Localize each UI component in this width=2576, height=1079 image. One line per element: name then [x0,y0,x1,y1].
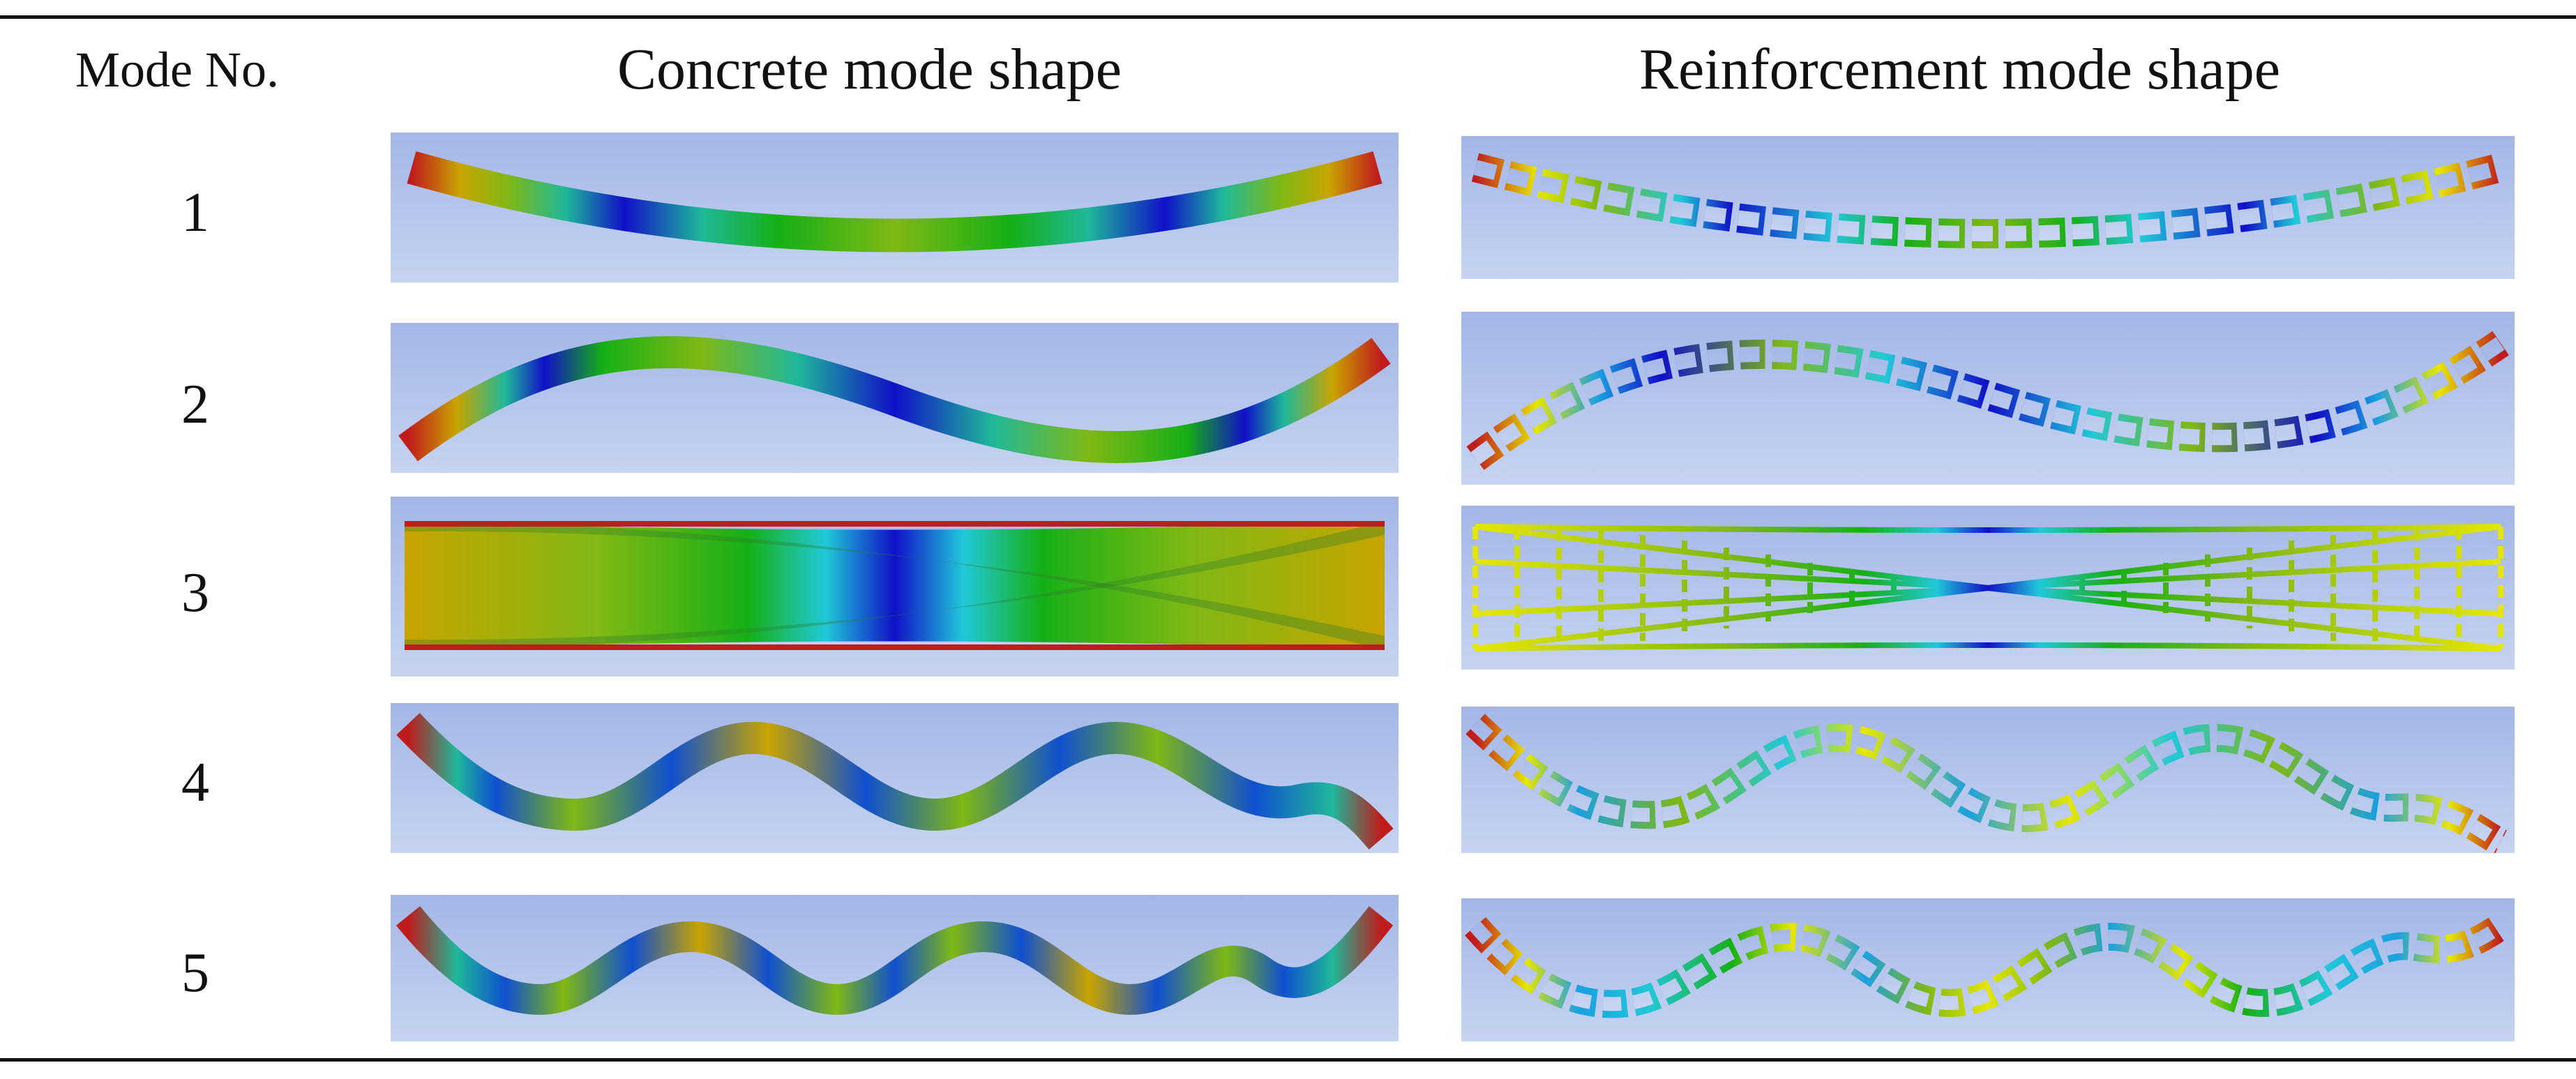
concrete-mode-5-image [391,895,1399,1041]
reinforcement-mode-3-image [1461,506,2515,670]
mode-number: 4 [181,752,209,813]
mode-number: 1 [181,182,209,243]
mode-number: 5 [181,942,209,1004]
concrete-mode-3-image [391,497,1399,677]
reinforcement-mode-2-image [1461,312,2515,485]
mode-number: 2 [181,374,209,435]
concrete-mode-1-image [391,133,1399,282]
concrete-mode-2-image [391,323,1399,473]
table-top-rule [0,15,2576,19]
header-mode-no: Mode No. [75,42,279,98]
table-bottom-rule [0,1058,2576,1062]
mode-number: 3 [181,562,209,624]
header-concrete-mode-shape: Concrete mode shape [617,37,1122,102]
reinforcement-mode-4-image [1461,707,2515,853]
reinforcement-mode-1-image [1461,136,2515,279]
reinforcement-mode-5-image [1461,898,2515,1041]
concrete-mode-4-image [391,703,1399,853]
header-reinforcement-mode-shape: Reinforcement mode shape [1639,37,2280,102]
